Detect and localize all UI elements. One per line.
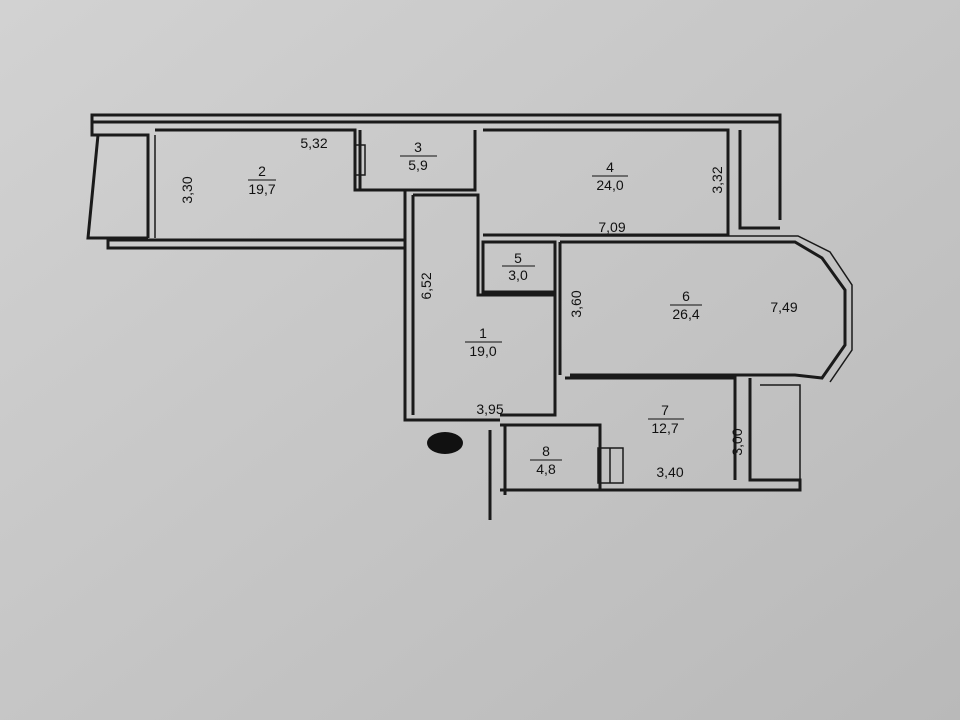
svg-text:24,0: 24,0 — [596, 177, 623, 193]
dim-room4-depth: 3,32 — [709, 166, 725, 193]
room-5: 53,0 — [502, 250, 535, 283]
room-1: 119,0 — [465, 325, 502, 359]
dim-room6-top: 7,09 — [598, 219, 625, 235]
svg-text:1: 1 — [479, 325, 487, 341]
svg-text:5: 5 — [514, 250, 522, 266]
dim-room2-depth: 3,30 — [179, 176, 195, 203]
dim-room7-depth: 3,00 — [729, 428, 745, 455]
svg-text:6: 6 — [682, 288, 690, 304]
room-labels: 119,0 219,7 35,9 424,0 53,0 626,4 712,7 … — [248, 139, 702, 477]
dim-room2-width: 5,32 — [300, 135, 327, 151]
svg-text:4,8: 4,8 — [536, 461, 556, 477]
svg-text:19,0: 19,0 — [469, 343, 496, 359]
room-7: 712,7 — [648, 402, 684, 436]
dim-room6-length: 7,49 — [770, 299, 797, 315]
dimensions: 5,32 3,30 3,32 7,09 7,49 6,52 3,60 3,95 … — [179, 135, 798, 480]
svg-text:8: 8 — [542, 443, 550, 459]
dim-room6-depth: 3,60 — [568, 290, 584, 317]
svg-text:26,4: 26,4 — [672, 306, 699, 322]
dim-room7-width: 3,40 — [656, 464, 683, 480]
dim-room1-width: 3,95 — [476, 401, 503, 417]
svg-text:3,0: 3,0 — [508, 267, 528, 283]
room-3: 35,9 — [400, 139, 437, 173]
svg-text:2: 2 — [258, 163, 266, 179]
room-6: 626,4 — [670, 288, 702, 322]
svg-text:4: 4 — [606, 159, 614, 175]
svg-text:5,9: 5,9 — [408, 157, 428, 173]
room-8: 84,8 — [530, 443, 562, 477]
dim-room1-length: 6,52 — [418, 272, 434, 299]
svg-text:3: 3 — [414, 139, 422, 155]
walls — [86, 113, 853, 520]
room-4: 424,0 — [592, 159, 628, 193]
boiler-symbol — [427, 432, 463, 454]
svg-text:12,7: 12,7 — [651, 420, 678, 436]
room-2: 219,7 — [248, 163, 276, 197]
svg-text:19,7: 19,7 — [248, 181, 275, 197]
svg-text:7: 7 — [661, 402, 669, 418]
